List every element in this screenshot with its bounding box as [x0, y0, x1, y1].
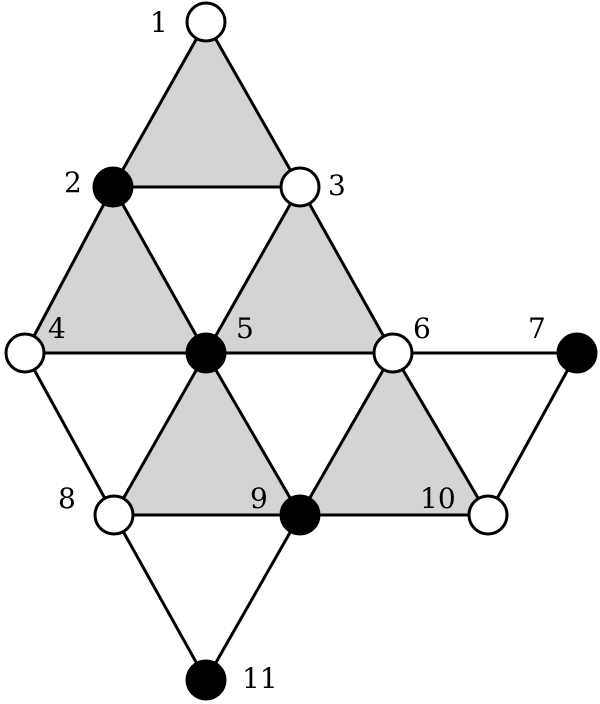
node-5-filled [185, 332, 227, 374]
edge-5-8 [112, 352, 208, 516]
node-2-filled [92, 166, 134, 208]
node-8-empty [93, 494, 135, 536]
edge-6-10 [391, 352, 490, 516]
node-label-10: 10 [420, 482, 456, 515]
edge-3-5 [204, 186, 302, 354]
node-label-5: 5 [236, 312, 254, 345]
node-10-empty [467, 494, 509, 536]
edge-4-8 [23, 352, 116, 516]
node-labels: 1 2 3 4 5 6 7 8 9 10 11 [48, 6, 546, 695]
edge-8-11 [112, 514, 208, 681]
edge-2-4 [23, 186, 115, 354]
shaded-triangle [113, 22, 300, 187]
node-7-filled [556, 332, 598, 374]
node-label-2: 2 [64, 166, 82, 199]
shaded-triangle [300, 353, 488, 515]
edge-9-11 [204, 514, 302, 681]
edge-3-6 [298, 186, 395, 354]
shaded-triangle [206, 187, 393, 353]
shaded-triangles [25, 22, 488, 515]
node-label-1: 1 [150, 6, 168, 39]
edges [23, 21, 579, 681]
edge-1-2 [111, 21, 208, 188]
node-label-8: 8 [58, 482, 76, 515]
node-9-filled [279, 494, 321, 536]
node-6-empty [372, 332, 414, 374]
node-label-7: 7 [528, 312, 546, 345]
edge-7-10 [486, 352, 579, 516]
edge-2-5 [111, 186, 208, 354]
node-label-3: 3 [328, 169, 346, 202]
nodes [4, 1, 598, 701]
node-11-filled [185, 659, 227, 701]
node-3-empty [279, 166, 321, 208]
edge-1-3 [204, 21, 302, 188]
edge-6-9 [298, 352, 395, 516]
node-4-empty [4, 332, 46, 374]
node-label-4: 4 [48, 312, 66, 345]
node-1-empty [185, 1, 227, 43]
node-label-9: 9 [250, 482, 268, 515]
shaded-triangle [114, 353, 300, 515]
edge-5-9 [204, 352, 302, 516]
node-label-6: 6 [413, 312, 431, 345]
node-label-11: 11 [242, 662, 278, 695]
shaded-triangle [25, 187, 206, 353]
